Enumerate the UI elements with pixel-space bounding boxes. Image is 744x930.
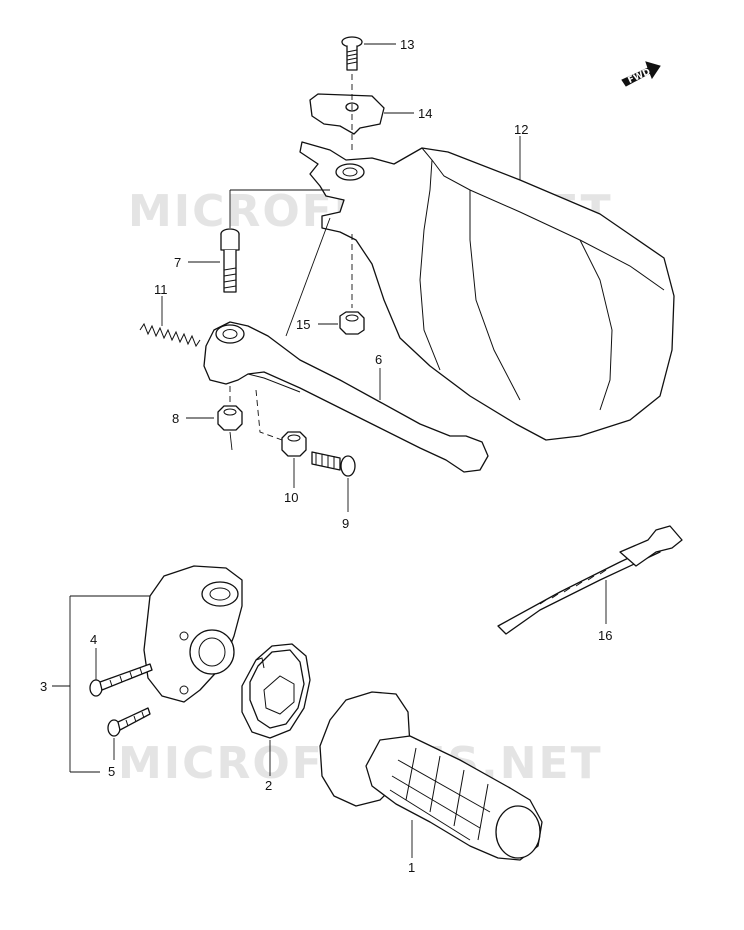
bolt-9 — [311, 451, 356, 477]
callout-16: 16 — [598, 628, 612, 643]
callout-5: 5 — [108, 764, 115, 779]
callout-14: 14 — [418, 106, 432, 121]
grip-1 — [319, 691, 543, 861]
screw-4 — [89, 663, 153, 697]
fwd-arrow-icon: FWD — [621, 61, 661, 87]
callout-11: 11 — [154, 282, 168, 297]
callout-12: 12 — [514, 122, 528, 137]
callout-13: 13 — [400, 37, 414, 52]
callout-4: 4 — [90, 632, 97, 647]
callout-6: 6 — [375, 352, 382, 367]
pivot-bolt-7 — [220, 228, 240, 293]
spring-11 — [139, 322, 201, 348]
screw-13 — [341, 36, 363, 71]
ring-2 — [241, 643, 311, 739]
callout-2: 2 — [265, 778, 272, 793]
screw-5 — [107, 707, 151, 737]
callout-3: 3 — [40, 679, 47, 694]
callout-8: 8 — [172, 411, 179, 426]
lever-6 — [203, 321, 489, 473]
callout-15: 15 — [296, 317, 310, 332]
nut-8 — [217, 405, 243, 431]
nut-15 — [339, 311, 365, 335]
fwd-label: FWD — [627, 67, 653, 86]
callout-10: 10 — [284, 490, 298, 505]
cable-tie-16 — [497, 525, 683, 635]
callout-1: 1 — [408, 860, 415, 875]
nut-10 — [281, 431, 307, 457]
hand-guard-12 — [299, 141, 675, 441]
housing-3 — [143, 565, 243, 703]
clamp-plate-14 — [309, 93, 385, 135]
callout-7: 7 — [174, 255, 181, 270]
callout-9: 9 — [342, 516, 349, 531]
